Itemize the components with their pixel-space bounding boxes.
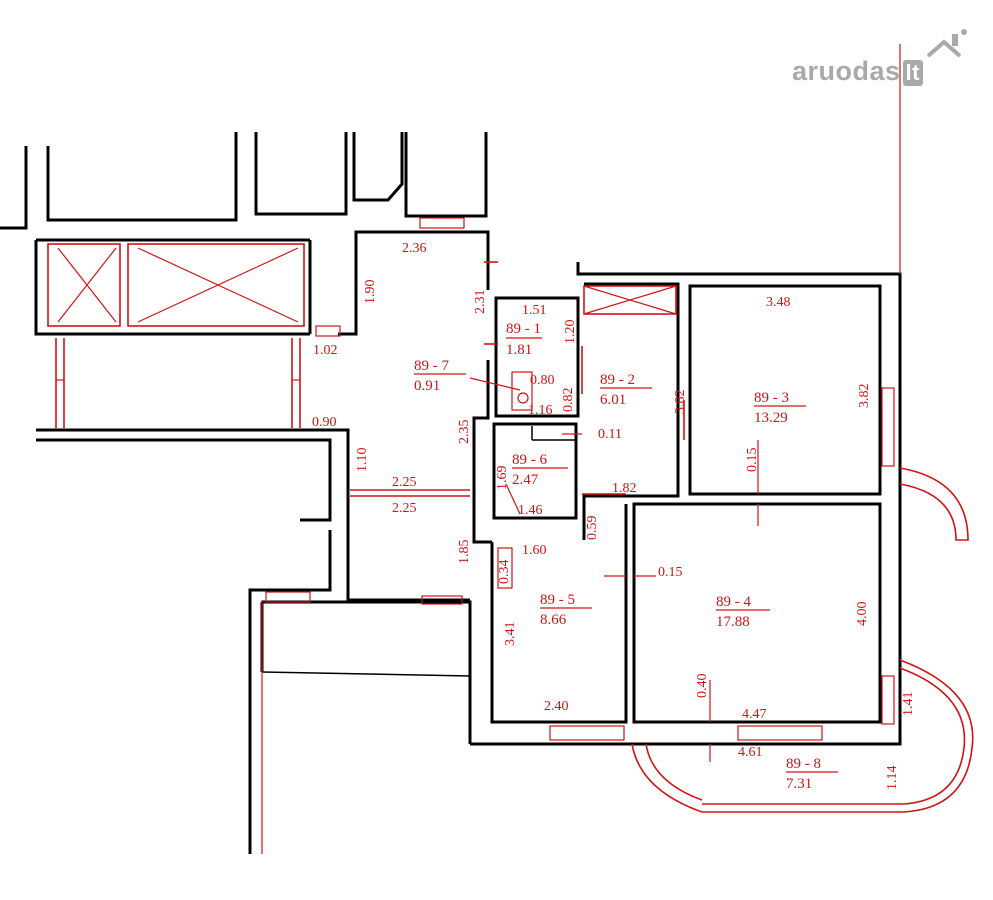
dim-label: 1.51: [522, 303, 547, 318]
dim-label: 3.48: [766, 295, 791, 310]
room-89-8-id: 89 - 8: [786, 756, 821, 772]
dim-label: 0.15: [745, 448, 760, 473]
dim-label: 0.82: [561, 388, 576, 413]
room-89-4-id: 89 - 4: [716, 594, 751, 610]
dim-label: 1.82: [612, 481, 637, 496]
room-89-3-area: 13.29: [754, 410, 788, 426]
dim-label: 3.82: [857, 384, 872, 409]
dim-label: 0.40: [695, 674, 710, 699]
dim-label: 1.10: [355, 448, 370, 473]
dim-label: 1.60: [522, 543, 547, 558]
dimension-labels: 2.36 1.90 2.31 1.02 0.90 1.51 1.20 0.80 …: [312, 241, 916, 790]
watermark-tld: lt: [902, 60, 923, 86]
room-89-7-area: 0.91: [414, 378, 440, 394]
dim-label: 3.41: [503, 622, 518, 647]
dim-label: 2.31: [473, 290, 488, 315]
dim-label: 0.15: [658, 565, 683, 580]
dim-label: 1.20: [563, 320, 578, 345]
house-logo-icon: [926, 29, 967, 58]
dim-label: 0.80: [530, 373, 555, 388]
dim-label: 3.82: [673, 390, 688, 415]
dim-label: 2.40: [544, 699, 569, 714]
room-89-7-id: 89 - 7: [414, 358, 449, 374]
dim-label: 1.14: [885, 766, 900, 791]
dim-label: 0.11: [598, 427, 622, 442]
room-89-2-id: 89 - 2: [600, 372, 635, 388]
dim-label: 1.85: [457, 540, 472, 565]
dim-label: 4.47: [742, 707, 767, 722]
dim-label: 2.36: [402, 241, 427, 256]
dim-label: 1.16: [528, 403, 553, 418]
dim-label: 0.59: [585, 516, 600, 541]
dim-label: 1.41: [901, 692, 916, 717]
dim-label: 1.69: [495, 466, 510, 491]
dim-label: 0.34: [497, 560, 512, 585]
watermark-brand: aruodas: [792, 56, 901, 86]
room-89-5-id: 89 - 5: [540, 592, 575, 608]
room-89-4-area: 17.88: [716, 614, 750, 630]
dim-label: 1.90: [363, 280, 378, 305]
dim-label: 2.25: [392, 501, 417, 516]
room-89-6-area: 2.47: [512, 472, 539, 488]
room-89-5-area: 8.66: [540, 612, 567, 628]
room-89-1-id: 89 - 1: [506, 321, 541, 337]
annotations: [47, 44, 974, 854]
room-labels: 89 - 1 1.81 89 - 2 6.01 89 - 3 13.29 89 …: [414, 321, 821, 792]
dim-label: 4.00: [855, 602, 870, 627]
dim-label: 1.46: [518, 503, 543, 518]
dim-label: 1.02: [313, 343, 338, 358]
room-89-3-id: 89 - 3: [754, 390, 789, 406]
dim-label: 4.61: [738, 745, 763, 760]
room-89-8-area: 7.31: [786, 776, 812, 792]
room-89-1-area: 1.81: [506, 342, 532, 358]
room-89-6-id: 89 - 6: [512, 452, 547, 468]
dim-label: 0.90: [312, 415, 337, 430]
dim-label: 2.25: [392, 475, 417, 490]
dim-label: 2.35: [457, 420, 472, 445]
walls: [0, 132, 902, 854]
room-89-2-area: 6.01: [600, 392, 626, 408]
